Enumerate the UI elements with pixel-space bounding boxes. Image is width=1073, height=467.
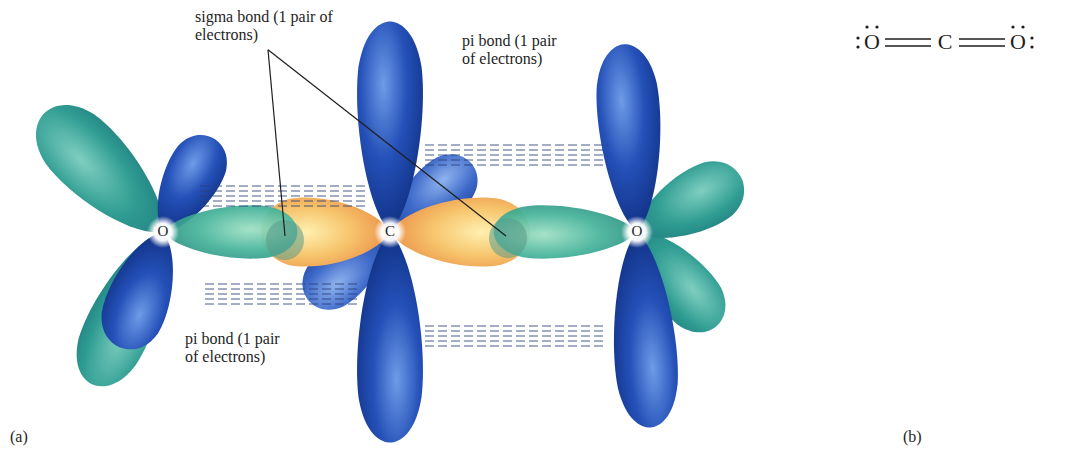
overlap-region	[266, 220, 304, 260]
electron-dot	[1030, 45, 1033, 48]
dash-line	[200, 186, 365, 187]
atom-symbol: O	[158, 223, 169, 240]
electron-dot	[1011, 25, 1014, 28]
panel-letter: (a)	[10, 428, 28, 446]
dash-line	[425, 336, 605, 337]
callout-label: pi bond (1 pair of electrons)	[462, 32, 572, 69]
lewis-atom: C	[938, 29, 953, 54]
electron-dot	[1030, 36, 1033, 39]
dash-line	[205, 299, 360, 300]
bond-line	[885, 45, 931, 46]
oxygen-p-lobe	[593, 42, 669, 234]
dash-line	[425, 326, 605, 327]
dash-line	[200, 201, 365, 202]
electron-dot	[1021, 25, 1024, 28]
carbon-p-lobe	[357, 232, 423, 443]
right-oxygen-orbitals	[593, 42, 756, 430]
dash-line	[205, 304, 360, 305]
dash-line	[200, 196, 365, 197]
dash-line	[425, 145, 608, 146]
carbon-sp-lobe	[261, 197, 390, 266]
callout-label: pi bond (1 pair of electrons)	[185, 330, 295, 367]
oxygen-p-lobe	[606, 230, 682, 430]
dash-line	[425, 346, 605, 347]
atom-glow	[147, 216, 179, 248]
electron-dot	[856, 36, 859, 39]
lewis-atom: O	[864, 29, 880, 54]
dash-line	[425, 155, 608, 156]
dash-line	[425, 160, 608, 161]
bond-line	[959, 38, 1005, 39]
carbon-sp-lobe	[390, 197, 530, 266]
dash-line	[425, 165, 608, 166]
pi-overlap-dashes	[200, 145, 608, 346]
atom-symbol: O	[632, 223, 643, 240]
atom-symbol: C	[385, 223, 395, 240]
panel-letter: (b)	[903, 428, 922, 446]
dash-line	[205, 294, 360, 295]
overlap-region	[489, 218, 527, 258]
leader-lines	[268, 50, 506, 236]
atom-nuclei	[147, 216, 653, 248]
atom-glow	[374, 216, 406, 248]
atom-glow	[621, 216, 653, 248]
bond-line	[959, 45, 1005, 46]
carbon-p-orbitals	[357, 21, 423, 442]
dash-line	[425, 341, 605, 342]
dash-line	[425, 331, 605, 332]
dash-line	[425, 150, 608, 151]
leader-line	[268, 50, 506, 236]
dash-line	[205, 289, 360, 290]
lewis-atom: O	[1010, 29, 1026, 54]
electron-dot	[875, 25, 878, 28]
bond-line	[885, 38, 931, 39]
oxygen-orbital-lobe	[19, 88, 189, 258]
leader-line	[268, 50, 285, 236]
oxygen-orbital-lobe	[62, 218, 193, 398]
callout-label: sigma bond (1 pair of electrons)	[195, 8, 370, 45]
dash-line	[205, 284, 360, 285]
electron-dot	[865, 25, 868, 28]
electron-dot	[856, 45, 859, 48]
dash-line	[200, 191, 365, 192]
